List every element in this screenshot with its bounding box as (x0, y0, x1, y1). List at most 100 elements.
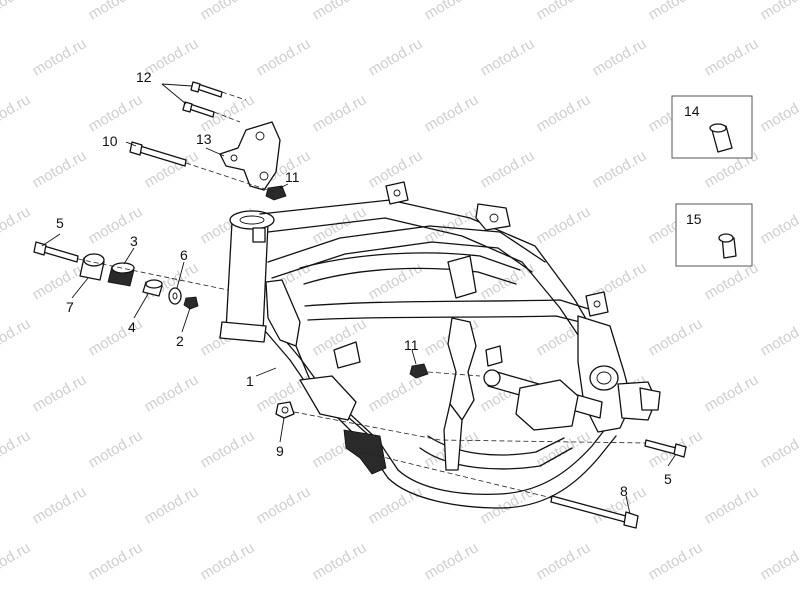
callout-1: 1 (246, 373, 254, 389)
watermark-text: motod.ru (646, 315, 706, 359)
watermark-text: motod.ru (86, 427, 146, 471)
watermark-text: motod.ru (0, 315, 33, 359)
callout-11-mid: 11 (404, 337, 419, 353)
central-spine-plate (447, 317, 477, 421)
swingarm-pivot-bore (596, 371, 612, 385)
watermark-text: motod.ru (758, 539, 800, 583)
callout-4: 4 (128, 319, 136, 335)
watermark-text: motod.ru (310, 539, 370, 583)
headstock-bottom-ring (219, 321, 267, 343)
frame-assembly (219, 181, 661, 509)
bolt-5-left (33, 241, 79, 263)
watermark-text: motod.ru (590, 147, 650, 191)
watermark-text: motod.ru (86, 315, 146, 359)
watermark-text: motod.ru (198, 427, 258, 471)
watermark-text: motod.ru (254, 35, 314, 79)
watermark-text: motod.ru (310, 0, 370, 23)
watermark-text: motod.ru (534, 203, 594, 247)
callout-6: 6 (180, 247, 188, 263)
bolt-12-upper (190, 81, 223, 98)
middle-rail-inner (307, 315, 589, 325)
watermark-text: motod.ru (758, 203, 800, 247)
callout-5-left: 5 (56, 215, 64, 231)
rear-upper-tab-hole (593, 300, 601, 308)
watermark-text: motod.ru (422, 0, 482, 23)
watermark-text: motod.ru (366, 483, 426, 527)
watermark-text: motod.ru (310, 91, 370, 135)
watermark-text: motod.ru (0, 91, 33, 135)
upper-cross-tube (299, 252, 521, 271)
watermark-text: motod.ru (422, 539, 482, 583)
bolt-10 (129, 141, 187, 167)
mid-frame-gusset (447, 255, 477, 299)
lower-mount-bracket (343, 429, 387, 475)
bolt-8 (550, 495, 639, 529)
swingarm-pivot-ring (589, 365, 619, 391)
engine-cross-tube-end (483, 369, 501, 387)
lower-gusset-plate (299, 375, 357, 421)
watermark-text: motod.ru (534, 0, 594, 23)
watermark-text: motod.ru (0, 0, 33, 23)
callout-8: 8 (620, 483, 628, 499)
bolt-12-lower (182, 101, 215, 118)
spacer-7 (79, 253, 105, 281)
inset-box-14 (671, 95, 753, 159)
watermark-text: motod.ru (30, 147, 90, 191)
hardware-parts (33, 81, 687, 529)
callout-2: 2 (176, 333, 184, 349)
assembly-lines (77, 91, 647, 499)
watermark-text: motod.ru (198, 0, 258, 23)
upper-tank-bracket (385, 181, 409, 205)
watermark-text: motod.ru (366, 259, 426, 303)
cradle-tube-inner (397, 427, 607, 495)
bracket-13 (219, 121, 281, 191)
callout-3: 3 (130, 233, 138, 249)
callout-9: 9 (276, 443, 284, 459)
callout-5-right: 5 (664, 471, 672, 487)
bolt-5-right (644, 439, 687, 458)
watermark-text: motod.ru (0, 539, 33, 583)
watermark-text: motod.ru (590, 35, 650, 79)
watermark-text: motod.ru (702, 371, 762, 415)
callout-10: 10 (102, 133, 118, 149)
watermark-text: motod.ru (142, 483, 202, 527)
callout-7: 7 (66, 299, 74, 315)
front-gusset-plate (265, 279, 301, 347)
watermark-text: motod.ru (30, 259, 90, 303)
nut-9 (275, 401, 295, 419)
sleeve-4 (142, 279, 163, 297)
nut-11-mid (409, 363, 429, 379)
watermark-text: motod.ru (142, 371, 202, 415)
watermark-text: motod.ru (86, 0, 146, 23)
watermark-text: motod.ru (478, 35, 538, 79)
bush-3 (107, 262, 135, 287)
callout-14: 14 (684, 103, 700, 119)
watermark-text: motod.ru (254, 483, 314, 527)
watermark-text: motod.ru (198, 539, 258, 583)
main-rail-top-left-inner (267, 217, 581, 339)
headstock-top-ring (229, 210, 275, 230)
rear-upper-tab (585, 291, 609, 317)
watermark-text: motod.ru (86, 91, 146, 135)
callout-12: 12 (136, 69, 152, 85)
watermark-text: motod.ru (86, 539, 146, 583)
central-spine-lower (443, 403, 463, 471)
engine-mount-block (515, 379, 579, 431)
watermark-text: motod.ru (534, 539, 594, 583)
callout-labels: 12 13 10 11 5 3 6 7 4 2 1 11 9 5 8 14 15 (56, 69, 702, 499)
watermark-text: motod.ru (30, 35, 90, 79)
watermark-text: motod.ru (478, 147, 538, 191)
watermark-text: motod.ru (0, 427, 33, 471)
watermark-text: motod.ru (30, 483, 90, 527)
watermark-text: motod.ru (758, 91, 800, 135)
watermark-text: motod.ru (702, 483, 762, 527)
watermark-text: motod.ru (646, 539, 706, 583)
watermark-layer: motod.ru motod.ru motod.ru motod.ru motod.ru… (0, 0, 800, 583)
rear-shock-mount-tab (639, 387, 661, 411)
watermark-text: motod.ru (758, 0, 800, 23)
watermark-text: motod.ru (310, 203, 370, 247)
leader-lines (41, 83, 677, 515)
watermark-text: motod.ru (702, 35, 762, 79)
main-rail-top-right (267, 225, 546, 263)
